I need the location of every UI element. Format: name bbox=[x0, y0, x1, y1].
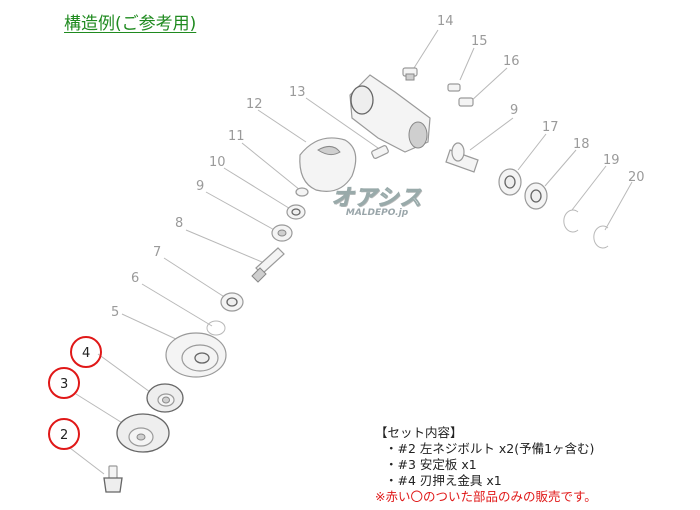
blade-holder-4 bbox=[146, 383, 184, 413]
cover-12 bbox=[299, 137, 357, 192]
stabilizer-plate-3 bbox=[116, 413, 170, 453]
label-15: 15 bbox=[471, 34, 488, 49]
set-item-plate: ・#3 安定板 x1 bbox=[385, 457, 477, 472]
label-10: 10 bbox=[209, 155, 226, 170]
left-thread-bolt-2 bbox=[103, 465, 123, 493]
page-title: 構造例(ご参考用) bbox=[64, 14, 197, 34]
label-9-upper: 9 bbox=[510, 103, 518, 118]
leader-lines bbox=[69, 29, 633, 475]
label-16: 16 bbox=[503, 54, 520, 69]
set-item-bolt: ・#2 左ネジボルト x2(予備1ヶ含む) bbox=[385, 441, 595, 456]
shaft-8 bbox=[251, 247, 285, 283]
bearing-7 bbox=[220, 292, 244, 312]
label-2: 2 bbox=[60, 428, 68, 443]
label-4: 4 bbox=[82, 346, 90, 361]
label-7: 7 bbox=[153, 245, 161, 260]
label-5: 5 bbox=[111, 305, 119, 320]
label-19: 19 bbox=[603, 153, 620, 168]
label-6: 6 bbox=[131, 271, 139, 286]
bearing-9 bbox=[271, 224, 293, 242]
label-11: 11 bbox=[228, 129, 245, 144]
snap-ring-20 bbox=[593, 225, 609, 249]
red-circle-3 bbox=[48, 367, 80, 399]
label-18: 18 bbox=[573, 137, 590, 152]
ring-11 bbox=[295, 187, 309, 197]
part-number-labels: 14 15 16 9 13 12 17 18 19 20 11 10 9 8 7… bbox=[111, 14, 645, 320]
set-contents-heading: 【セット内容】 bbox=[375, 425, 463, 440]
bearing-18 bbox=[524, 182, 548, 210]
label-3: 3 bbox=[60, 377, 68, 392]
label-8: 8 bbox=[175, 216, 183, 231]
label-20: 20 bbox=[628, 170, 645, 185]
snap-ring-19 bbox=[563, 209, 579, 233]
watermark-site: MALDEPO.jp bbox=[345, 208, 409, 218]
label-13: 13 bbox=[289, 85, 306, 100]
set-item-holder: ・#4 刃押え金具 x1 bbox=[385, 473, 502, 488]
highlighted-labels: 4 3 2 bbox=[48, 336, 102, 450]
label-12: 12 bbox=[246, 97, 263, 112]
bearing-17 bbox=[498, 168, 522, 196]
watermark: オアシス MALDEPO.jp bbox=[322, 180, 432, 219]
watermark-logo: オアシス bbox=[331, 186, 423, 212]
red-circle-2 bbox=[48, 418, 80, 450]
receiver-5 bbox=[165, 332, 227, 378]
red-circle-4 bbox=[70, 336, 102, 368]
set-contents: 【セット内容】 ・#2 左ネジボルト x2(予備1ヶ含む) ・#3 安定板 x1… bbox=[375, 425, 597, 505]
label-9-lower: 9 bbox=[196, 179, 204, 194]
washer-10 bbox=[286, 204, 306, 220]
snap-ring-6 bbox=[206, 320, 226, 336]
label-14: 14 bbox=[437, 14, 454, 29]
gear-head-assembly bbox=[349, 67, 479, 173]
label-17: 17 bbox=[542, 120, 559, 135]
sale-note: ※赤い〇のついた部品のみの販売です。 bbox=[375, 489, 597, 504]
